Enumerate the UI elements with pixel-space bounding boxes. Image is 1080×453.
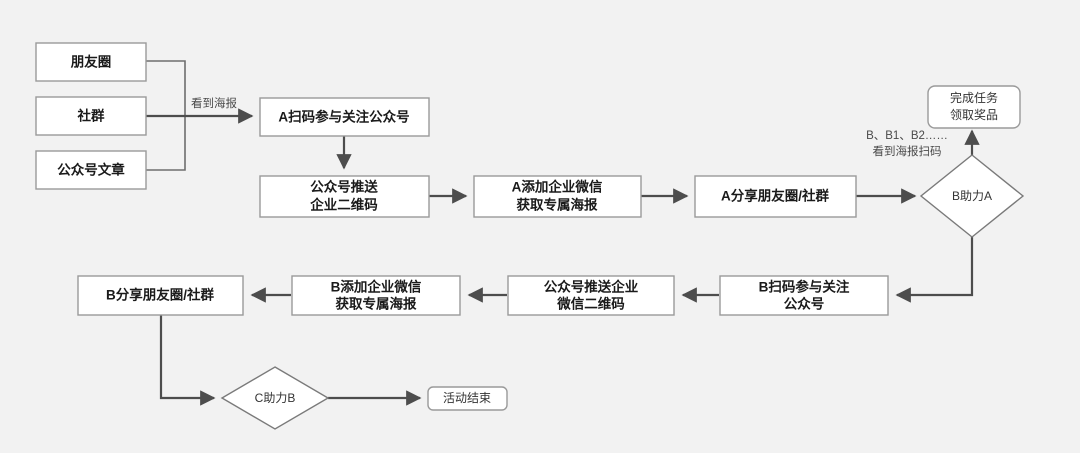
edge-moments-to-merge <box>146 60 186 116</box>
node-b-push-qr-label-line1: 公众号推送企业 <box>544 279 639 295</box>
edge-b-help-a-to-b-scan <box>895 237 974 303</box>
node-finish-task-label-line1: 完成任务 <box>950 90 998 105</box>
node-b-add-wecom-label-line2: 获取专属海报 <box>336 296 417 312</box>
node-b-scan-label-line2: 公众号 <box>784 297 825 312</box>
edge-label-see-poster: 看到海报 <box>191 96 237 110</box>
node-a-add-wecom-label-line2: 获取专属海报 <box>517 197 598 213</box>
node-a-scan-label: A扫码参与关注公众号 <box>278 109 409 125</box>
edge-b-share-to-c-help-b <box>159 315 216 406</box>
node-a-push-qr-label-line2: 企业二维码 <box>309 197 378 213</box>
node-b-share-label: B分享朋友圈/社群 <box>106 287 214 303</box>
node-c-help-b[interactable]: C助力B <box>220 366 330 430</box>
node-b-scan-label-line1: B扫码参与关注 <box>759 279 850 295</box>
node-b-push-qr-label-line2: 微信二维码 <box>556 296 625 312</box>
node-b-help-a[interactable]: B助力A <box>919 154 1025 238</box>
edge-label-b-series-line1: B、B1、B2…… <box>866 130 948 142</box>
node-a-scan[interactable]: A扫码参与关注公众号 <box>259 97 430 137</box>
edge-article-to-merge <box>146 116 186 171</box>
node-b-help-a-label: B助力A <box>952 189 992 203</box>
node-source-article-label: 公众号文章 <box>57 162 125 178</box>
node-activity-end[interactable]: 活动结束 <box>427 386 508 411</box>
node-b-add-wecom[interactable]: B添加企业微信 获取专属海报 <box>291 275 461 316</box>
node-a-push-qr[interactable]: 公众号推送 企业二维码 <box>259 175 430 218</box>
node-a-share-label: A分享朋友圈/社群 <box>721 188 829 204</box>
node-a-share[interactable]: A分享朋友圈/社群 <box>694 175 857 218</box>
node-activity-end-label: 活动结束 <box>443 391 491 405</box>
node-a-add-wecom-label-line1: A添加企业微信 <box>512 179 603 195</box>
node-source-moments-label: 朋友圈 <box>70 54 112 70</box>
node-finish-task[interactable]: 完成任务 领取奖品 <box>927 85 1021 129</box>
node-b-push-qr[interactable]: 公众号推送企业 微信二维码 <box>507 275 675 316</box>
node-b-share[interactable]: B分享朋友圈/社群 <box>77 275 244 316</box>
node-b-add-wecom-label-line1: B添加企业微信 <box>331 279 422 295</box>
node-c-help-b-label: C助力B <box>255 391 296 405</box>
node-source-moments[interactable]: 朋友圈 <box>35 42 147 82</box>
node-finish-task-label-line2: 领取奖品 <box>950 108 998 122</box>
node-a-push-qr-label-line1: 公众号推送 <box>310 179 378 195</box>
node-source-group[interactable]: 社群 <box>35 96 147 136</box>
node-source-group-label: 社群 <box>77 108 105 124</box>
node-a-add-wecom[interactable]: A添加企业微信 获取专属海报 <box>473 175 642 218</box>
node-source-article[interactable]: 公众号文章 <box>35 150 147 190</box>
edge-label-b-series-line2: 看到海报扫码 <box>873 144 942 158</box>
node-b-scan[interactable]: B扫码参与关注 公众号 <box>719 275 889 316</box>
